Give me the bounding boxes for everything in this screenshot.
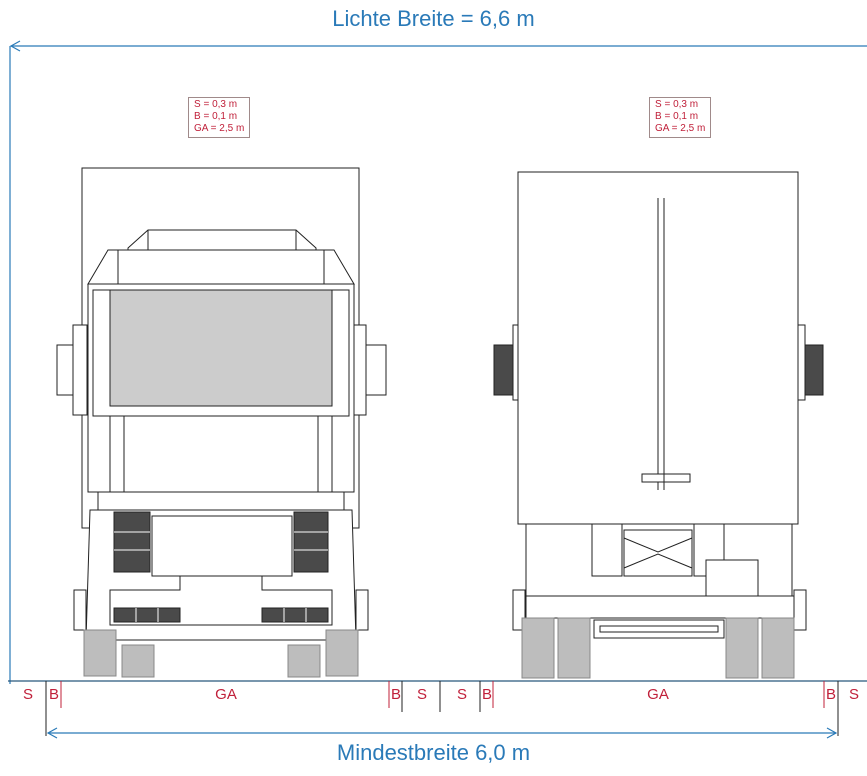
- segment-label-b: B: [48, 686, 60, 703]
- lichte-breite-title: Lichte Breite = 6,6 m: [332, 6, 535, 31]
- segment-label-s: S: [416, 686, 428, 703]
- segment-label-s: S: [22, 686, 34, 703]
- spec-b: B = 0,1 m: [655, 111, 699, 122]
- segment-label-b: B: [481, 686, 493, 703]
- segment-label-b: B: [825, 686, 837, 703]
- segment-label-s: S: [456, 686, 468, 703]
- lichte-breite-dimension: [9, 40, 867, 684]
- mindestbreite-dimension: [46, 727, 838, 739]
- windshield: [109, 289, 333, 407]
- segment-label-ga: GA: [647, 686, 669, 703]
- spec-ga: GA = 2,5 m: [194, 123, 245, 134]
- spec-b: B = 0,1 m: [194, 111, 238, 122]
- spec-s: S = 0,3 m: [194, 99, 238, 110]
- ground-line: [8, 680, 867, 736]
- rear-mirror-left: [493, 344, 515, 396]
- spec-box-right: S = 0,3 m B = 0,1 m GA = 2,5 m: [649, 97, 712, 138]
- spec-ga: GA = 2,5 m: [655, 123, 706, 134]
- segment-label-s: S: [848, 686, 860, 703]
- segment-label-b: B: [390, 686, 402, 703]
- front-wheels: [83, 629, 359, 678]
- segment-label-ga: GA: [215, 686, 237, 703]
- truck-front-view: [56, 167, 387, 678]
- mindestbreite-title: Mindestbreite 6,0 m: [336, 740, 531, 765]
- rear-mirror-right: [802, 344, 824, 396]
- spec-s: S = 0,3 m: [655, 99, 699, 110]
- spec-box-left: S = 0,3 m B = 0,1 m GA = 2,5 m: [188, 97, 251, 138]
- truck-rear-view: [493, 171, 824, 679]
- rear-wheels: [521, 617, 795, 679]
